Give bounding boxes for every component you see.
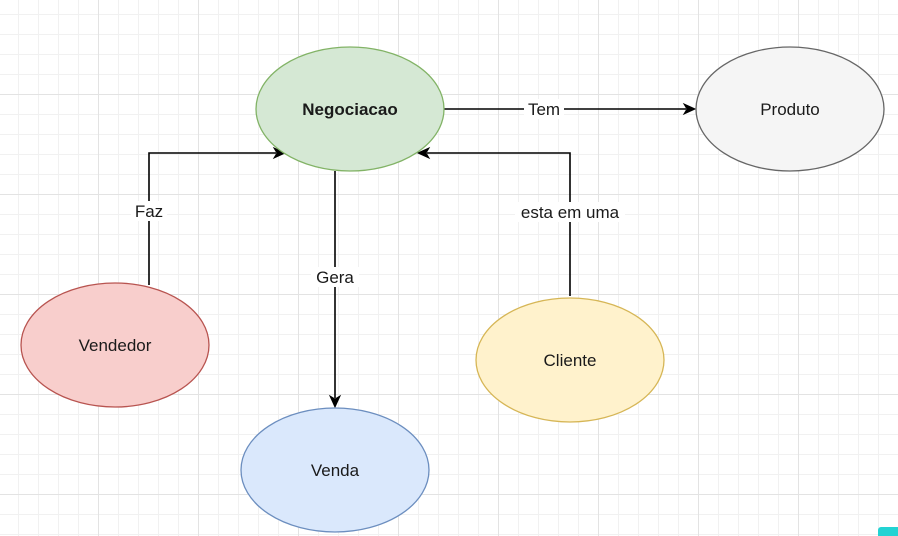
edge-label-faz: Faz bbox=[135, 202, 163, 221]
edges-layer: Tem Faz Gera esta em uma bbox=[131, 99, 697, 409]
node-produto-label: Produto bbox=[760, 100, 820, 119]
node-negociacao-shape bbox=[255, 46, 445, 172]
node-negociacao[interactable]: Negociacao bbox=[255, 46, 445, 172]
node-cliente[interactable]: Cliente bbox=[475, 297, 665, 423]
node-venda-label: Venda bbox=[311, 461, 360, 480]
edge-faz[interactable]: Faz bbox=[131, 146, 287, 285]
node-venda[interactable]: Venda bbox=[240, 407, 430, 533]
edge-label-gera: Gera bbox=[316, 268, 354, 287]
node-cliente-label: Cliente bbox=[544, 351, 597, 370]
node-vendedor-shape bbox=[20, 282, 210, 408]
edge-label-tem: Tem bbox=[528, 100, 560, 119]
edge-tem[interactable]: Tem bbox=[444, 99, 697, 119]
edge-label-esta-em-uma: esta em uma bbox=[521, 203, 620, 222]
node-produto-shape bbox=[695, 46, 885, 172]
edge-esta-em-uma[interactable]: esta em uma bbox=[416, 146, 625, 296]
edge-gera[interactable]: Gera bbox=[311, 171, 359, 409]
node-venda-shape bbox=[240, 407, 430, 533]
node-produto[interactable]: Produto bbox=[695, 46, 885, 172]
node-negociacao-label: Negociacao bbox=[302, 100, 397, 119]
node-vendedor[interactable]: Vendedor bbox=[20, 282, 210, 408]
node-cliente-shape bbox=[475, 297, 665, 423]
corner-handle[interactable] bbox=[878, 527, 898, 536]
nodes-layer: Negociacao Produto Vendedor Venda Client… bbox=[20, 46, 885, 533]
node-vendedor-label: Vendedor bbox=[79, 336, 152, 355]
